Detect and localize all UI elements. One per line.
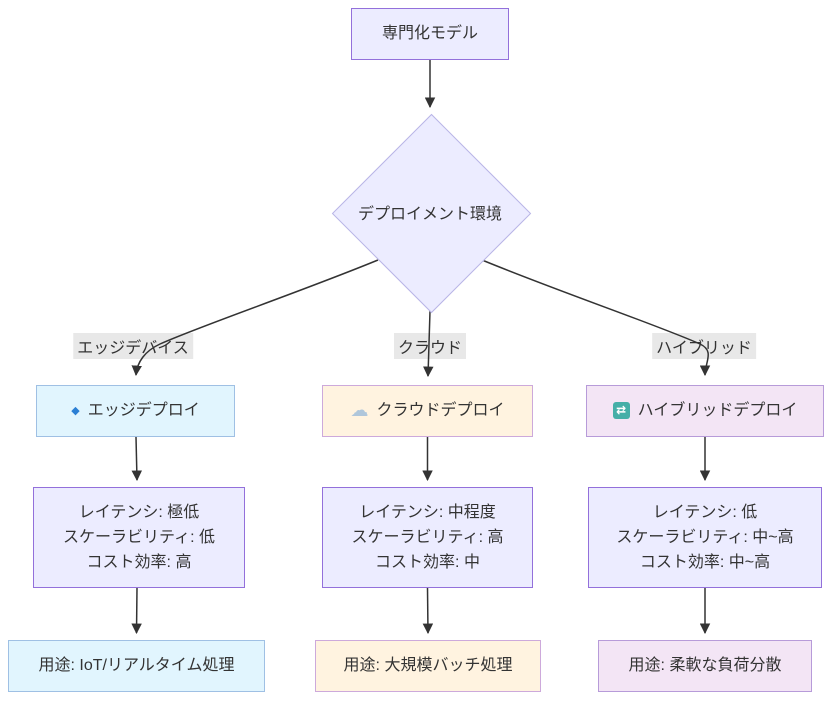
node-specialized-model: 専門化モデル [351,8,509,60]
edge-label-cloud: クラウド [393,333,467,359]
node-hybrid-details: レイテンシ: 低 スケーラビリティ: 中~高 コスト効率: 中~高 [588,487,822,588]
edge-edge-details-to-usage [131,587,142,635]
node-cloud-deploy: ☁ クラウドデプロイ [322,385,533,437]
node-hybrid-deploy: ⇄ ハイブリッドデプロイ [586,385,824,437]
edge-scalability-text: スケーラビリティ: 低 [63,529,215,546]
node-hybrid-deploy-label: ハイブリッドデプロイ [637,401,798,419]
node-hybrid-usage: 用途: 柔軟な負荷分散 [598,640,812,692]
cloud-usage-text: 用途: 大規模バッチ処理 [343,656,513,674]
edge-label-edge-device: エッジデバイス [73,333,193,359]
node-cloud-details: レイテンシ: 中程度 スケーラビリティ: 高 コスト効率: 中 [322,487,533,588]
edge-edge-deploy-to-details [131,436,143,482]
node-edge-deploy: ◆ エッジデプロイ [36,385,235,437]
node-edge-deploy-label: エッジデプロイ [87,401,200,419]
node-specialized-model-label: 専門化モデル [381,24,478,42]
cloud-cost-text: コスト効率: 中 [375,554,480,571]
node-cloud-deploy-label: クラウドデプロイ [376,401,505,419]
node-edge-usage: 用途: IoT/リアルタイム処理 [8,640,265,692]
small-blue-diamond-icon: ◆ [71,404,80,417]
edge-cost-text: コスト効率: 高 [86,554,192,571]
edge-cloud-details-to-usage [422,587,434,635]
cloud-icon: ☁ [350,400,369,421]
hybrid-latency-text: レイテンシ: 低 [652,504,758,521]
edge-latency-text: レイテンシ: 極低 [78,504,200,521]
node-deployment-environment: デプロイメント環境 [331,113,531,313]
cloud-latency-text: レイテンシ: 中程度 [359,504,496,521]
edge-usage-text: 用途: IoT/リアルタイム処理 [38,656,235,674]
hybrid-scalability-text: スケーラビリティ: 中~高 [616,529,794,546]
node-edge-details: レイテンシ: 極低 スケーラビリティ: 低 コスト効率: 高 [33,487,245,588]
hybrid-usage-text: 用途: 柔軟な負荷分散 [628,656,782,674]
edge-label-hybrid: ハイブリッド [652,333,756,359]
sync-arrows-icon: ⇄ [612,402,630,420]
cloud-scalability-text: スケーラビリティ: 高 [351,529,504,546]
node-deployment-environment-label: デプロイメント環境 [357,206,502,223]
node-cloud-usage: 用途: 大規模バッチ処理 [315,640,541,692]
hybrid-cost-text: コスト効率: 中~高 [639,554,771,571]
